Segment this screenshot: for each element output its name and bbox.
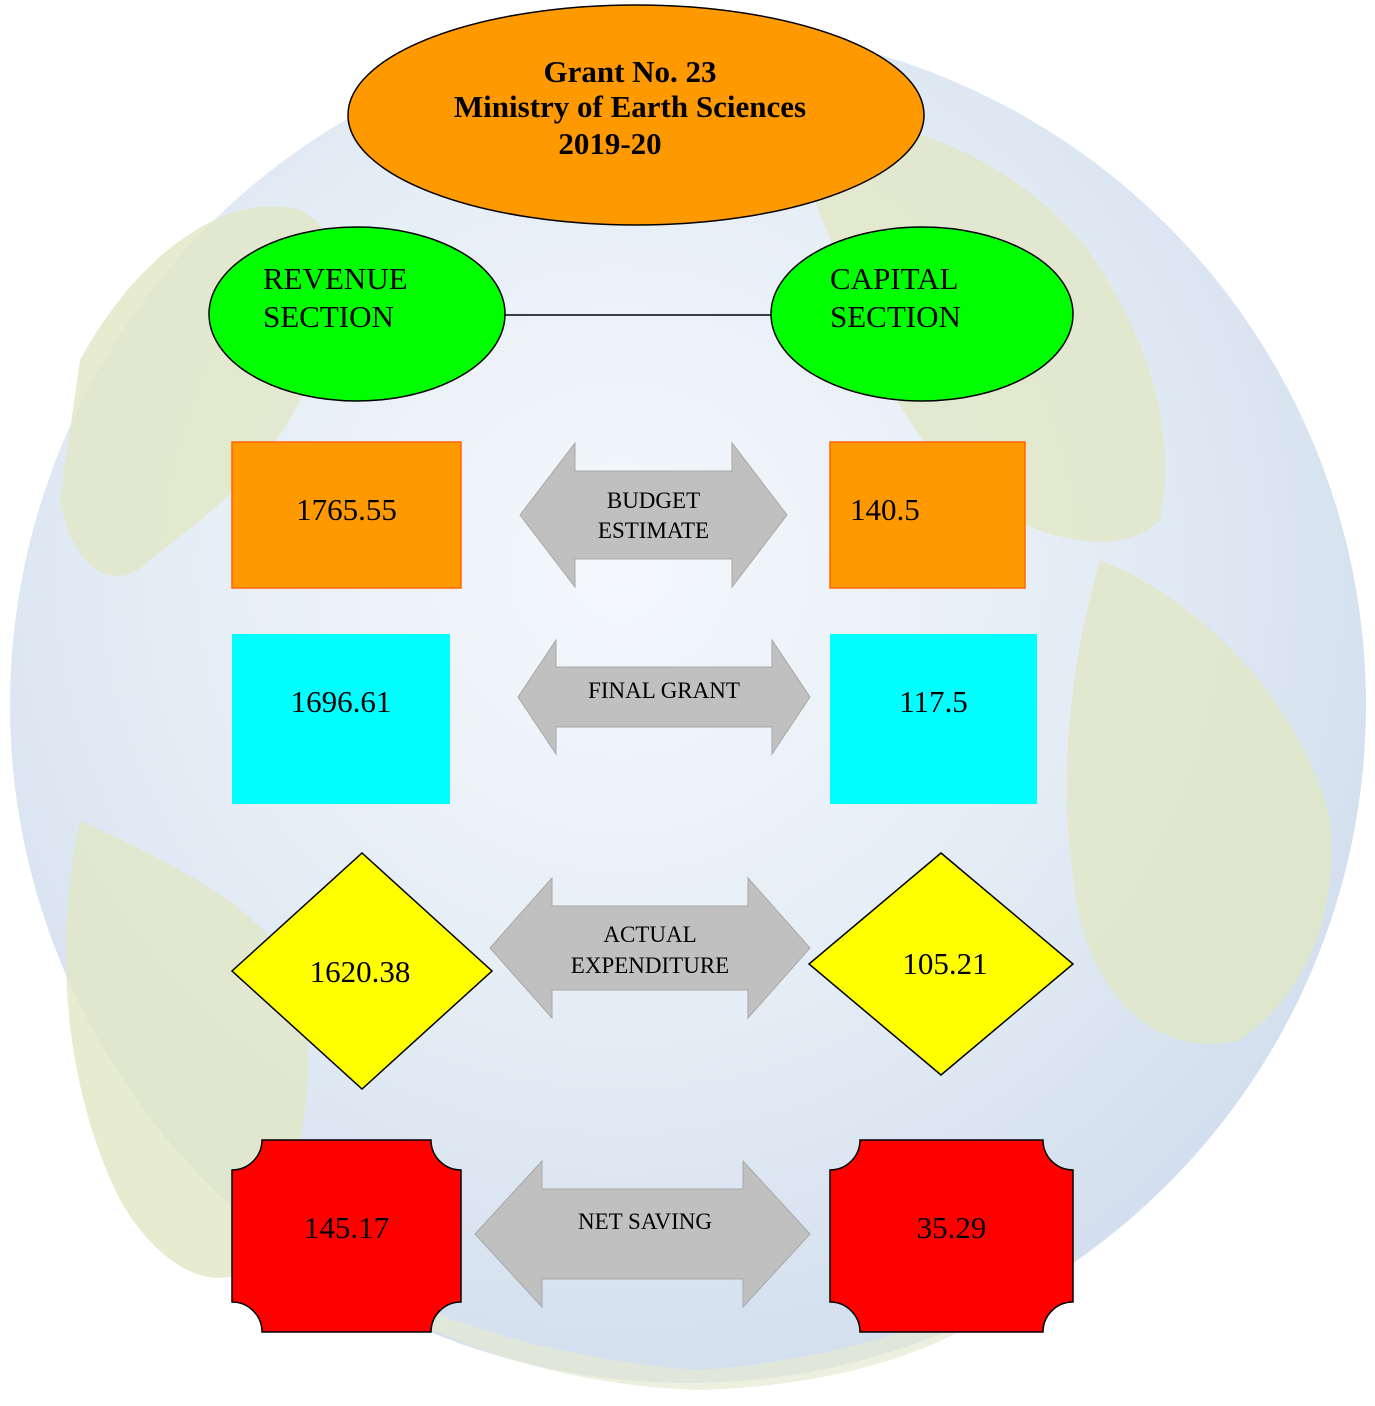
actual-expenditure-revenue-shape xyxy=(230,851,494,1091)
net-saving-capital-shape xyxy=(829,1139,1074,1333)
revenue-section-ellipse xyxy=(208,226,506,402)
net-saving-double-arrow xyxy=(474,1159,811,1309)
budget-estimate-capital-shape xyxy=(829,441,1026,589)
net-saving-revenue-shape xyxy=(231,1139,462,1333)
final-grant-revenue-shape xyxy=(232,634,450,804)
rows-layer xyxy=(230,441,1075,1333)
globe-land-antarctica xyxy=(300,1250,1060,1390)
globe-land-africa xyxy=(1066,560,1332,1044)
final-grant-capital-shape xyxy=(830,634,1037,804)
budget-estimate-double-arrow xyxy=(519,441,788,589)
globe-land-south-america xyxy=(65,820,308,1278)
capital-section-ellipse xyxy=(770,226,1074,402)
final-grant-double-arrow xyxy=(517,638,811,756)
title-ellipse xyxy=(347,4,925,226)
actual-expenditure-capital-shape xyxy=(807,852,1075,1076)
actual-expenditure-double-arrow xyxy=(489,876,811,1020)
budget-estimate-revenue-shape xyxy=(231,441,462,589)
